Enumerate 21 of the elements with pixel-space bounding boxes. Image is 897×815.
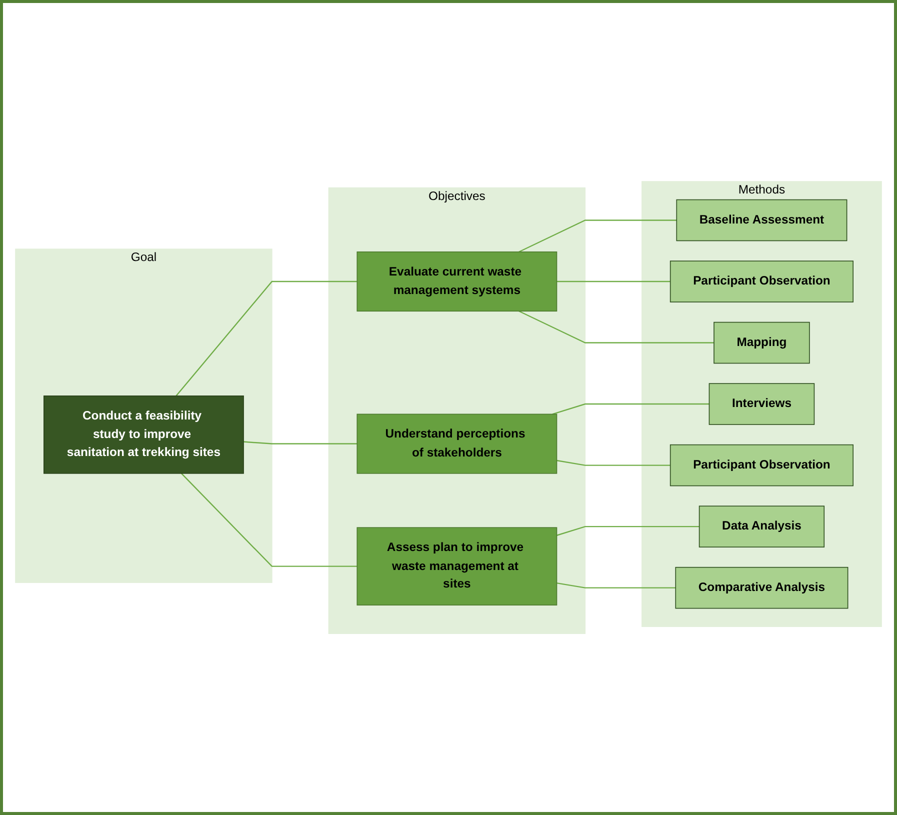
connector [556,280,670,282]
node-box: Participant Observation [670,444,854,486]
node-box: Mapping [714,322,810,364]
node-box: Assess plan to improve waste management at sites [356,527,558,606]
node-box: Participant Observation [670,260,854,302]
connector [518,310,714,344]
connector [518,220,677,252]
node-box: Understand perceptions of stakeholders [356,414,558,474]
connector [556,582,676,588]
node-box: Conduct a feasibility study to improve sanitation at trekking sites [44,395,244,474]
connector [556,526,700,536]
connector [552,403,710,415]
node-box: Data Analysis [698,506,825,548]
connector [181,472,358,567]
node-box: Baseline Assessment [676,199,848,242]
connector [556,460,670,466]
connector [243,441,358,444]
connector [176,280,358,396]
node-box: Comparative Analysis [675,566,848,609]
node-box: Evaluate current waste management systems [356,251,558,312]
node-box: Interviews [708,383,815,425]
